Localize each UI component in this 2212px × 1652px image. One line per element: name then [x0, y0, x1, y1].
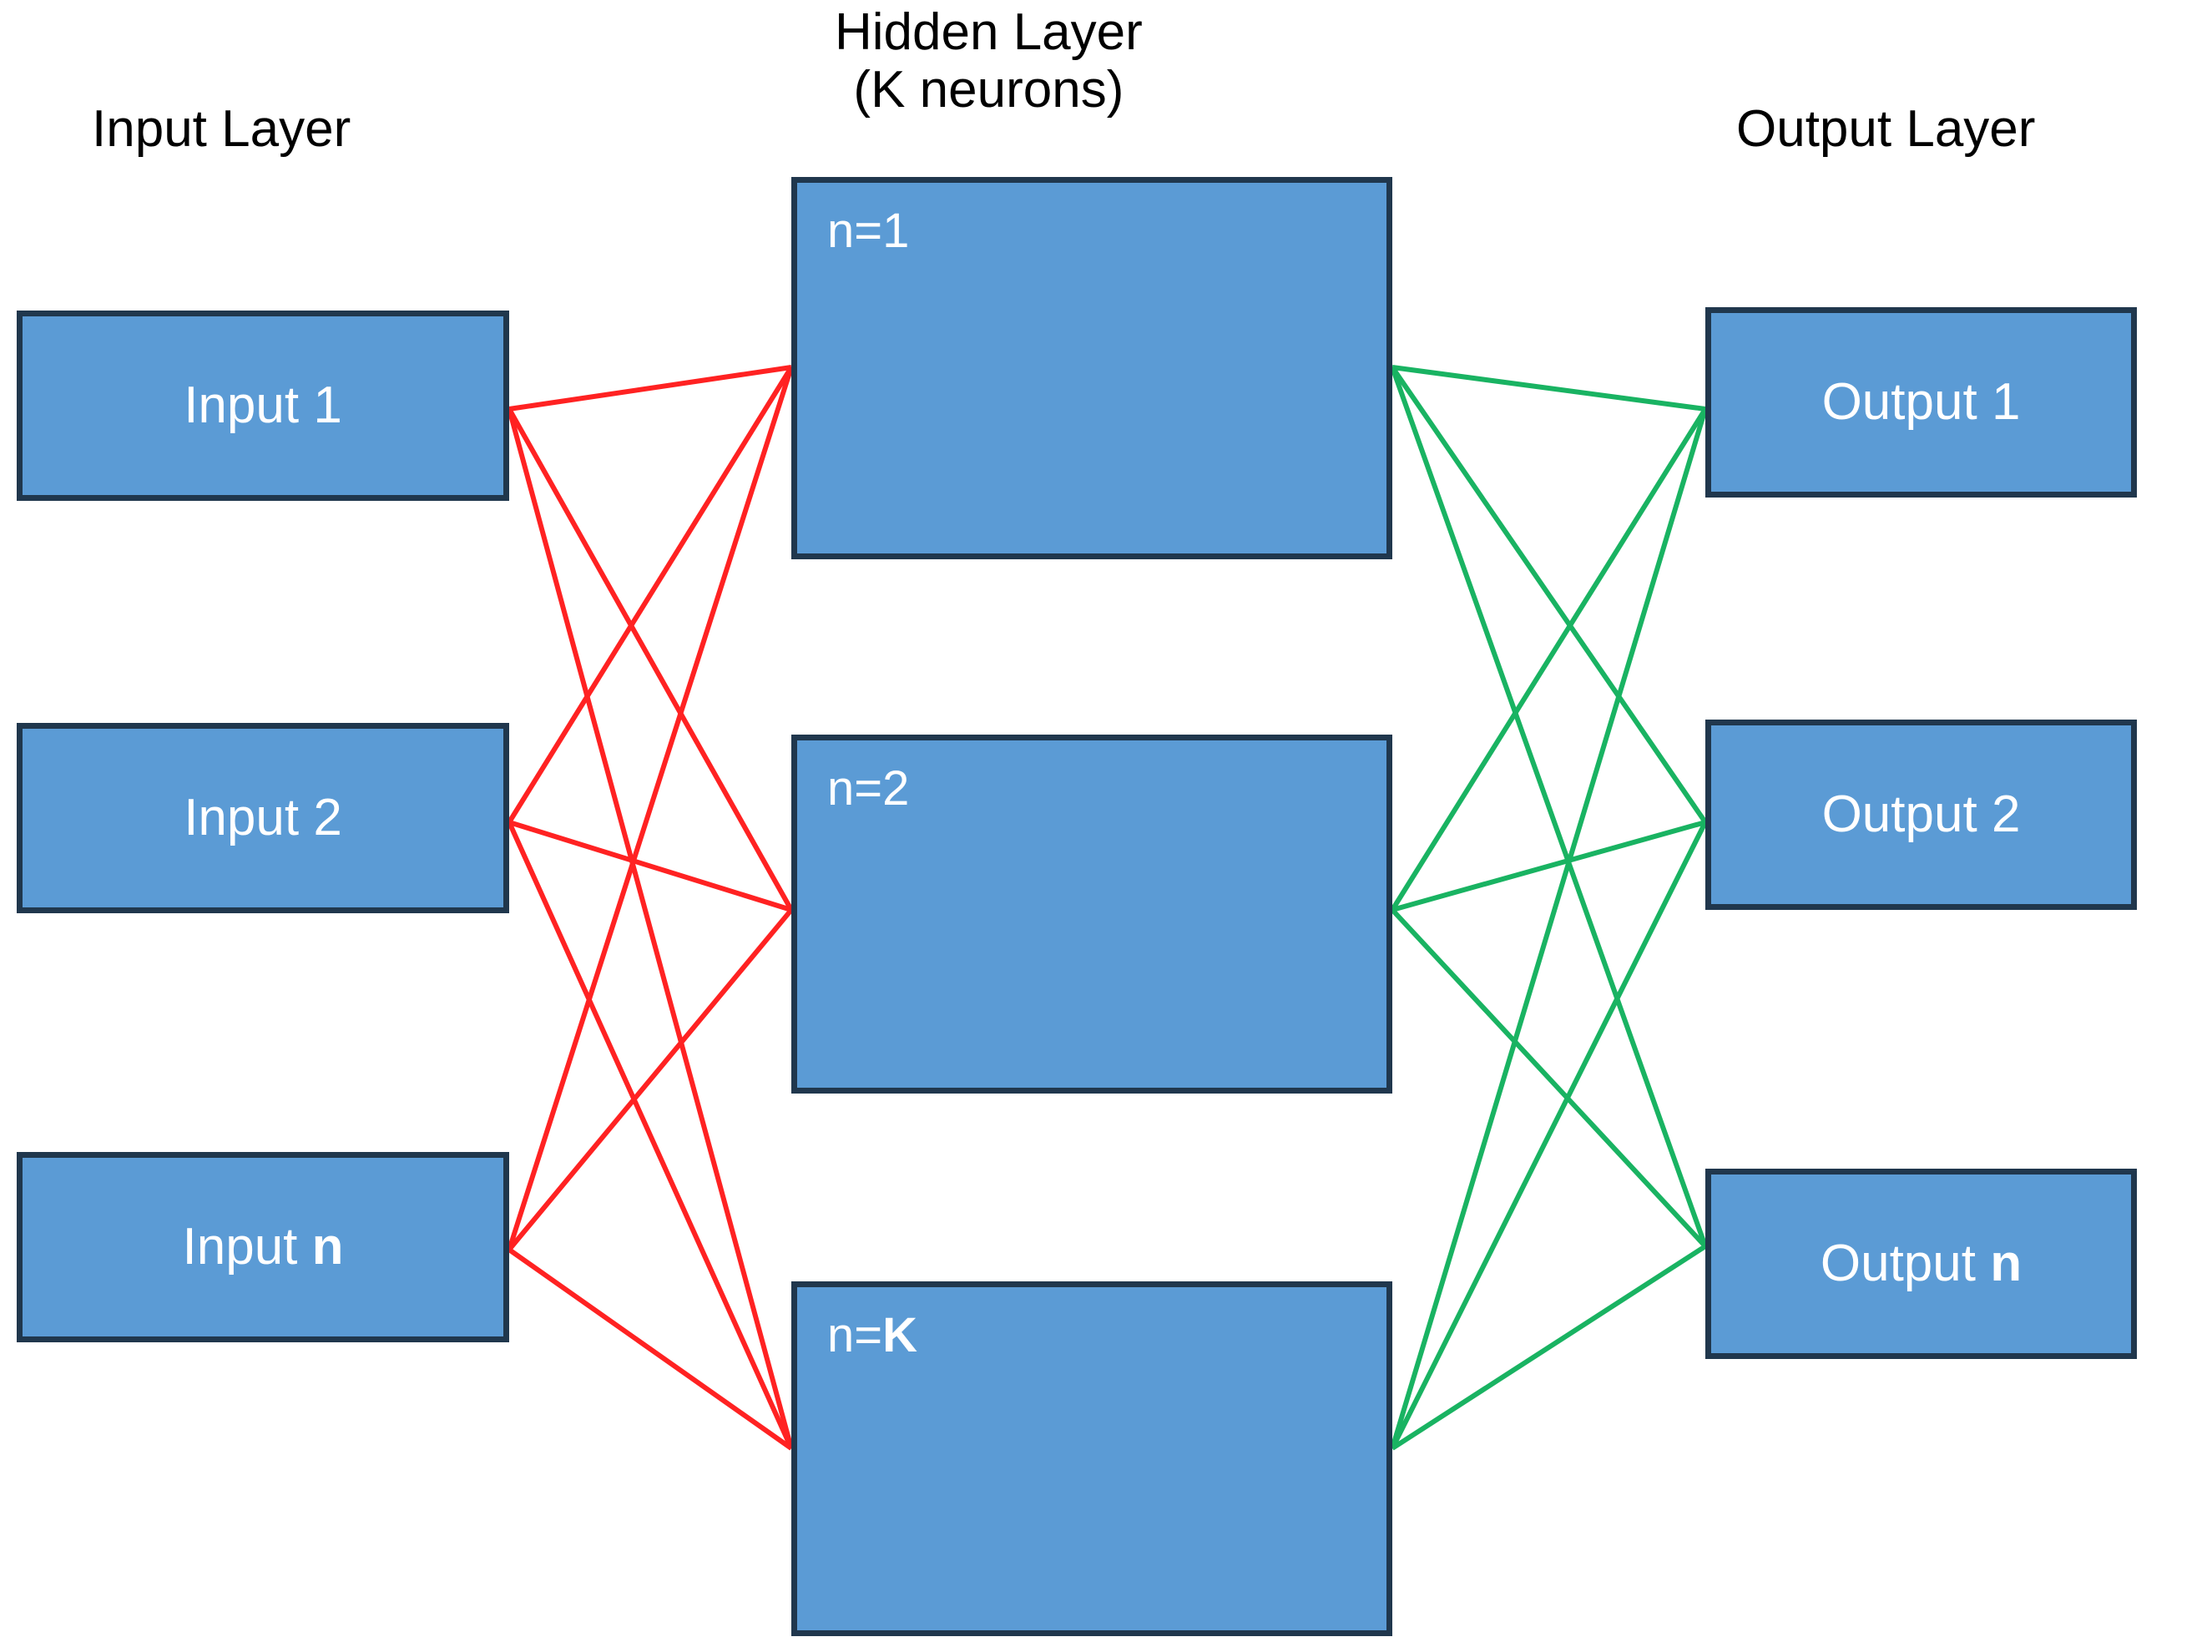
hidden-layer-node-3[interactable]: n=K [791, 1281, 1392, 1636]
hidden-layer-node-3-label: n=K [827, 1309, 917, 1362]
edge-input-2-to-n-1 [507, 366, 794, 824]
output-layer-node-2-label-symbol: 2 [1991, 785, 2021, 843]
input-layer-node-1-label-symbol: 1 [313, 376, 342, 434]
edge-input-n-to-n-1 [507, 366, 794, 1250]
input-layer-node-2-label-prefix: Input [184, 788, 314, 846]
input-layer-title: Input Layer [92, 100, 351, 158]
edge-input-n-to-n-k [508, 1247, 793, 1451]
edge-input-2-to-n-2 [508, 820, 792, 912]
input-layer-node-3-label-prefix: Input [182, 1217, 312, 1276]
edge-n-k-to-output-1 [1390, 408, 1708, 1449]
output-layer-node-1-label-symbol: 1 [1991, 372, 2021, 431]
edge-input-1-to-n-1 [508, 365, 792, 412]
input-layer-node-1[interactable]: Input 1 [17, 311, 509, 501]
output-layer-title: Output Layer [1736, 100, 2036, 158]
edge-n-1-to-output-n [1390, 366, 1708, 1248]
output-layer-node-3-label-prefix: Output [1820, 1234, 1991, 1292]
output-layer-node-1-label-prefix: Output [1821, 372, 1992, 431]
input-layer-node-3-label-symbol: n [311, 1217, 344, 1276]
edge-n-2-to-output-1 [1390, 407, 1708, 912]
hidden-layer-node-1-label: n=1 [827, 205, 909, 258]
hidden-layer-node-2-label-symbol: 2 [882, 761, 910, 816]
edge-n-2-to-output-n [1390, 907, 1708, 1249]
input-layer-node-2-label-symbol: 2 [313, 788, 342, 846]
edge-n-2-to-output-2 [1391, 820, 1706, 912]
input-layer-node-2[interactable]: Input 2 [17, 723, 509, 913]
edge-n-1-to-output-2 [1390, 366, 1708, 824]
hidden-layer-title: Hidden Layer (K neurons) [835, 3, 1143, 119]
output-layer-node-1-label: Output 1 [1711, 372, 2131, 431]
input-layer-node-3-label: Input n [23, 1217, 503, 1276]
hidden-layer-node-3-label-symbol: K [882, 1308, 918, 1362]
output-layer-node-2-label-prefix: Output [1821, 785, 1992, 843]
hidden-layer-node-1[interactable]: n=1 [791, 177, 1392, 559]
output-layer-node-3-label: Output n [1711, 1235, 2131, 1292]
output-layer-node-3[interactable]: Output n [1705, 1169, 2137, 1359]
hidden-layer-title-line2: (K neurons) [853, 61, 1124, 119]
input-layer-node-1-label-prefix: Input [184, 376, 314, 434]
hidden-layer-title-line1: Hidden Layer [835, 3, 1143, 61]
input-layer-node-3[interactable]: Input n [17, 1152, 509, 1342]
edge-n-k-to-output-n [1391, 1244, 1707, 1451]
input-layer-node-2-label: Input 2 [23, 788, 503, 846]
hidden-layer-node-2-label-prefix: n= [827, 761, 883, 816]
hidden-layer-node-1-label-prefix: n= [827, 204, 883, 258]
edge-n-k-to-output-2 [1390, 821, 1708, 1450]
input-layer-node-1-label: Input 1 [23, 376, 503, 434]
output-layer-node-3-label-symbol: n [1990, 1234, 2023, 1292]
edge-input-2-to-n-k [507, 821, 794, 1450]
edge-input-1-to-n-2 [507, 407, 794, 912]
output-layer-node-2-label: Output 2 [1711, 786, 2131, 843]
edge-input-n-to-n-2 [507, 908, 794, 1251]
output-layer-node-2[interactable]: Output 2 [1705, 720, 2137, 910]
hidden-layer-node-3-label-prefix: n= [827, 1308, 883, 1362]
hidden-layer-node-2[interactable]: n=2 [791, 735, 1392, 1094]
hidden-layer-node-1-label-symbol: 1 [882, 204, 910, 258]
output-layer-node-1[interactable]: Output 1 [1705, 307, 2137, 498]
edge-n-1-to-output-1 [1391, 365, 1706, 412]
edge-input-1-to-n-k [507, 408, 794, 1449]
hidden-layer-node-2-label: n=2 [827, 762, 909, 816]
